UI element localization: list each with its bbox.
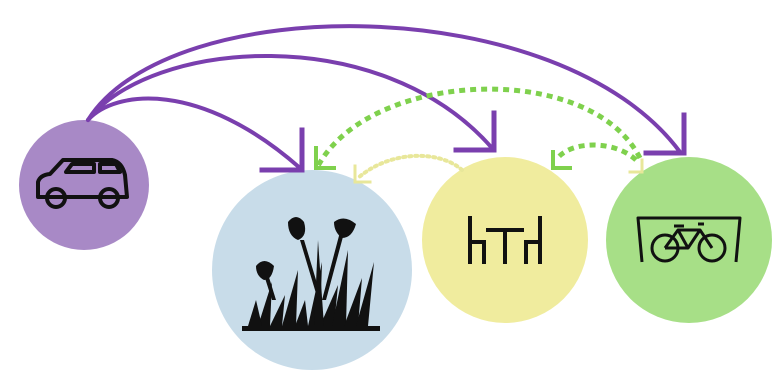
bike-shelter-icon xyxy=(636,216,742,263)
car-node xyxy=(19,120,149,250)
arrow-bike-to-green-space xyxy=(315,86,643,168)
arrowhead-green-space-yellow xyxy=(353,164,372,184)
arrow-bike-to-parklet xyxy=(553,142,638,162)
arrowhead-parklet xyxy=(453,110,497,153)
arrowhead-bike-parking xyxy=(643,112,687,156)
bike-parking-node xyxy=(606,157,772,323)
purple-arrowheads xyxy=(259,110,687,173)
car-icon xyxy=(36,158,129,209)
arrowhead-bike-yellow xyxy=(628,158,644,174)
arrowhead-parklet-green xyxy=(551,150,572,170)
green-dashed-arrows xyxy=(315,86,643,168)
purple-arrows xyxy=(86,24,682,170)
flowers-grass-icon xyxy=(242,217,380,331)
arrowhead-green-space xyxy=(259,127,305,173)
arrow-car-to-parklet xyxy=(86,54,494,150)
table-seating-icon xyxy=(468,216,542,264)
arrow-parklet-to-green-space xyxy=(356,153,464,180)
green-arrowheads xyxy=(314,146,572,170)
arrow-car-to-green-space xyxy=(86,96,302,170)
arrowhead-green-space-green xyxy=(314,146,336,170)
arrow-car-to-bike-parking xyxy=(86,24,682,154)
